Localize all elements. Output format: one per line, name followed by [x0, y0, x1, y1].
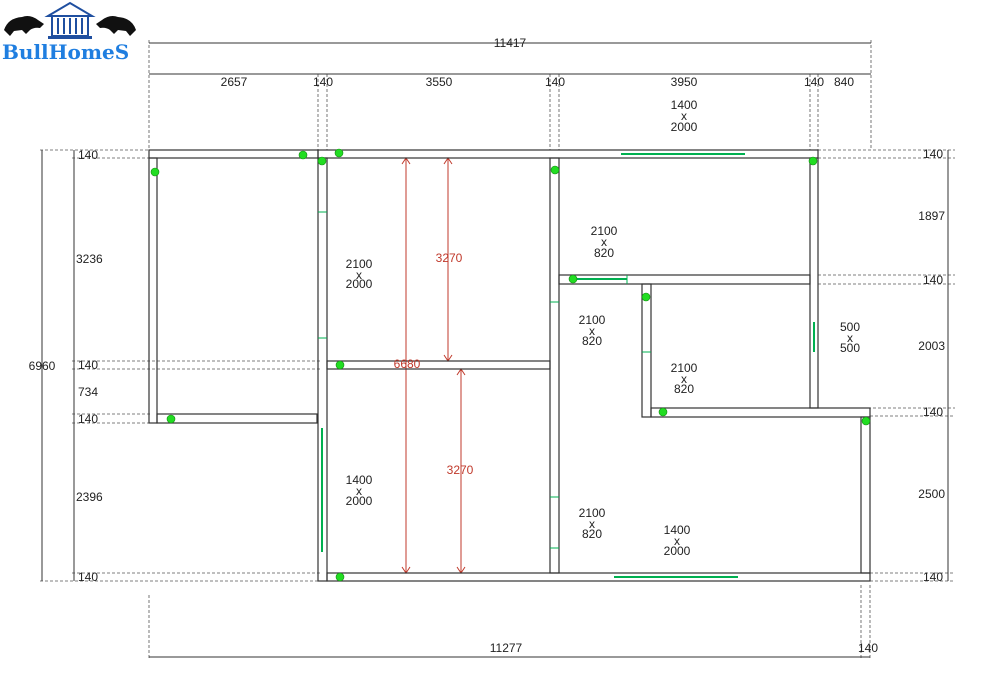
dim-top-part: 140 [804, 75, 824, 89]
dim-left-part: 2396 [76, 490, 103, 504]
dim-top-total: 11417 [494, 36, 527, 50]
dim-right-part: 140 [923, 570, 943, 584]
dim-inner-top: 3270 [436, 251, 463, 265]
dim-left-part: 3236 [76, 252, 103, 266]
brand-logo: BullHomeS [0, 0, 140, 64]
door-ticks [318, 211, 651, 549]
dim-bottom-right: 140 [858, 641, 878, 655]
dim-bottom-total: 11277 [490, 641, 523, 655]
opening-label: 820 [674, 382, 694, 396]
extension-lines [40, 40, 955, 658]
opening-label: 2100 [671, 361, 698, 375]
dim-right-part: 2003 [918, 339, 945, 353]
dim-top-part: 140 [313, 75, 333, 89]
opening-label: 1400 [346, 473, 373, 487]
dim-right-part: 140 [923, 405, 943, 419]
dim-left-part: 140 [78, 570, 98, 584]
dim-top-part: 840 [834, 75, 854, 89]
dim-left-part: 140 [78, 358, 98, 372]
dim-right-part: 1897 [918, 209, 945, 223]
dim-top-part: 3550 [426, 75, 453, 89]
opening-labels: 1400 x 2000 2100 x 2000 2100 x 820 2100 … [346, 98, 861, 558]
house-bulls-logo-icon [4, 1, 136, 39]
opening-label: 500 [840, 320, 860, 334]
opening-label: x [356, 484, 362, 498]
dim-left-part: 140 [78, 148, 98, 162]
dimension-lines [41, 42, 949, 658]
dim-top-part: 3950 [671, 75, 698, 89]
opening-label: 820 [582, 527, 602, 541]
opening-label: x [589, 324, 595, 338]
opening-label: x [681, 372, 687, 386]
opening-label: 2000 [664, 544, 691, 558]
opening-label: 2100 [579, 506, 606, 520]
opening-label: 2100 [579, 313, 606, 327]
dim-left-total: 6960 [29, 359, 56, 373]
opening-label: 820 [582, 334, 602, 348]
opening-label: 1400 [671, 98, 698, 112]
dim-right-part: 2500 [918, 487, 945, 501]
opening-label: x [681, 109, 687, 123]
opening-label: 500 [840, 341, 860, 355]
dim-inner-bottom: 3270 [447, 463, 474, 477]
dim-right-part: 140 [923, 147, 943, 161]
opening-label: x [601, 235, 607, 249]
dim-top-part: 140 [545, 75, 565, 89]
opening-label: x [589, 517, 595, 531]
opening-label: 1400 [664, 523, 691, 537]
opening-label: 820 [594, 246, 614, 260]
inner-dimension-lines [401, 157, 466, 574]
walls [148, 149, 871, 582]
opening-label: x [356, 268, 362, 282]
dim-left-part: 734 [78, 385, 98, 399]
opening-label: 2100 [591, 224, 618, 238]
opening-label: x [674, 534, 680, 548]
opening-label: 2000 [671, 120, 698, 134]
dim-top-part: 2657 [221, 75, 248, 89]
openings [321, 153, 815, 578]
junction-markers [150, 148, 871, 582]
opening-label: x [847, 331, 853, 345]
brand-name: BullHomeS [2, 40, 130, 64]
dim-left-part: 140 [78, 412, 98, 426]
opening-label: 2100 [346, 257, 373, 271]
opening-label: 2000 [346, 277, 373, 291]
opening-label: 2000 [346, 494, 373, 508]
dim-inner-total: 6680 [394, 357, 421, 371]
dim-right-part: 140 [923, 273, 943, 287]
